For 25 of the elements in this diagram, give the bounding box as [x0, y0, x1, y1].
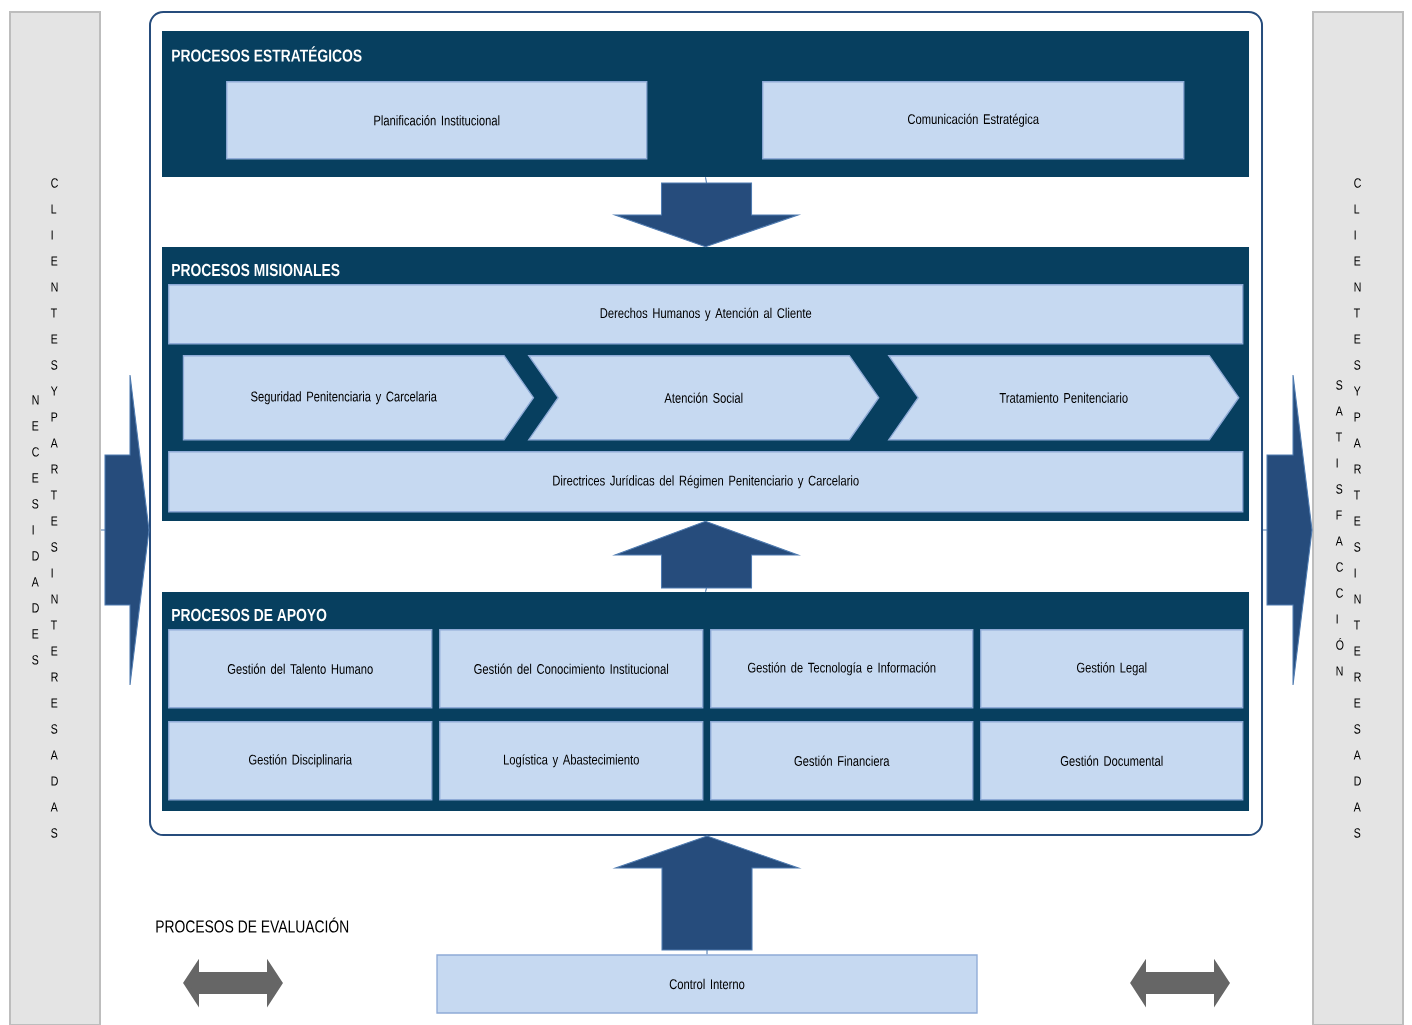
block-arrow [611, 176, 802, 248]
process-box: Gestión Financiera [710, 721, 974, 801]
process-box: Comunicación Estratégica [762, 81, 1185, 160]
block-arrow [100, 374, 150, 686]
process-box: Gestión del Talento Humano [168, 629, 433, 709]
side-panel: NECESIDADES CLIENTES Y PARTES INTERESADAS [9, 11, 101, 1025]
section-heading: PROCESOS DE EVALUACIÓN [156, 917, 349, 933]
process-box: Gestión del Conocimiento Institucional [439, 629, 704, 709]
process-box: Derechos Humanos y Atención al Cliente [168, 284, 1244, 345]
chevron-box: Seguridad Penitenciaria y Carcelaria [182, 355, 535, 441]
block-arrow [1262, 374, 1313, 686]
block-arrow [612, 835, 802, 955]
chevron-box: Tratamiento Penitenciario [887, 355, 1240, 441]
process-frame [149, 11, 1263, 836]
side-panel: SATISFACCIÓN CLIENTES Y PARTES INTERESADAS [1312, 11, 1404, 1025]
block-arrow [612, 520, 802, 593]
chevron-box: Atención Social [527, 355, 880, 441]
process-box: Gestión Disciplinaria [168, 721, 433, 801]
process-box: Gestión de Tecnología e Información [710, 629, 974, 709]
process-box: Control Interno [436, 954, 978, 1014]
process-box: Gestión Legal [980, 629, 1244, 709]
process-box: Directrices Jurídicas del Régimen Penitenciario y Carcelario [168, 451, 1244, 513]
process-box: Logística y Abastecimiento [439, 721, 704, 801]
process-box: Gestión Documental [980, 721, 1244, 801]
process-box: Planificación Institucional [226, 81, 648, 160]
